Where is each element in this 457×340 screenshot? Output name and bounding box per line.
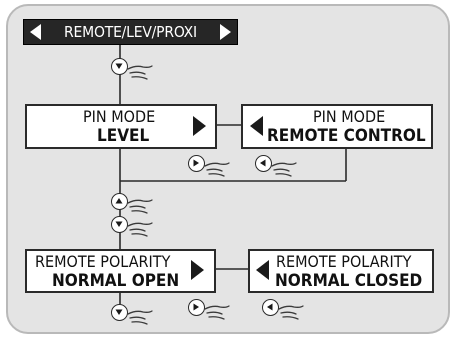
pointing-hand-icon bbox=[127, 65, 153, 80]
right-arrow-icon bbox=[220, 24, 231, 40]
pin-mode-remote-value: REMOTE CONTROL bbox=[267, 126, 426, 146]
menu-header-remote-lev-proxi: REMOTE/LEV/PROXI bbox=[23, 19, 238, 45]
left-arrow-icon bbox=[256, 260, 269, 280]
pin-mode-level-box: PIN MODE LEVEL bbox=[25, 104, 217, 149]
right-arrow-icon bbox=[191, 260, 204, 280]
down-button-icon[interactable] bbox=[111, 216, 128, 233]
pointing-hand-icon bbox=[278, 305, 304, 320]
polarity-closed-value: NORMAL CLOSED bbox=[275, 271, 423, 291]
pointing-hand-icon bbox=[204, 305, 230, 320]
polarity-closed-title: REMOTE POLARITY bbox=[276, 252, 412, 271]
pin-mode-remote-control-box: PIN MODE REMOTE CONTROL bbox=[241, 104, 433, 149]
right-arrow-icon bbox=[193, 116, 206, 136]
remote-polarity-normal-closed-box: REMOTE POLARITY NORMAL CLOSED bbox=[248, 249, 434, 293]
pin-mode-remote-title: PIN MODE bbox=[313, 107, 386, 126]
pointing-hand-icon bbox=[127, 199, 153, 214]
pointing-hand-icon bbox=[204, 162, 230, 177]
down-button-icon[interactable] bbox=[111, 304, 128, 321]
up-button-icon[interactable] bbox=[111, 193, 128, 210]
down-button-icon[interactable] bbox=[111, 58, 128, 75]
header-label: REMOTE/LEV/PROXI bbox=[64, 23, 197, 41]
remote-polarity-normal-open-box: REMOTE POLARITY NORMAL OPEN bbox=[25, 249, 216, 293]
polarity-open-title: REMOTE POLARITY bbox=[35, 252, 171, 271]
pin-mode-level-value: LEVEL bbox=[97, 126, 150, 146]
left-button-icon[interactable] bbox=[262, 299, 279, 316]
pointing-hand-icon bbox=[127, 310, 153, 325]
right-button-icon[interactable] bbox=[188, 299, 205, 316]
pin-mode-level-title: PIN MODE bbox=[83, 107, 156, 126]
pointing-hand-icon bbox=[271, 162, 297, 177]
left-arrow-icon bbox=[30, 24, 41, 40]
polarity-open-value: NORMAL OPEN bbox=[52, 271, 180, 291]
pointing-hand-icon bbox=[127, 222, 153, 237]
left-button-icon[interactable] bbox=[255, 155, 272, 172]
left-arrow-icon bbox=[250, 116, 263, 136]
right-button-icon[interactable] bbox=[188, 155, 205, 172]
